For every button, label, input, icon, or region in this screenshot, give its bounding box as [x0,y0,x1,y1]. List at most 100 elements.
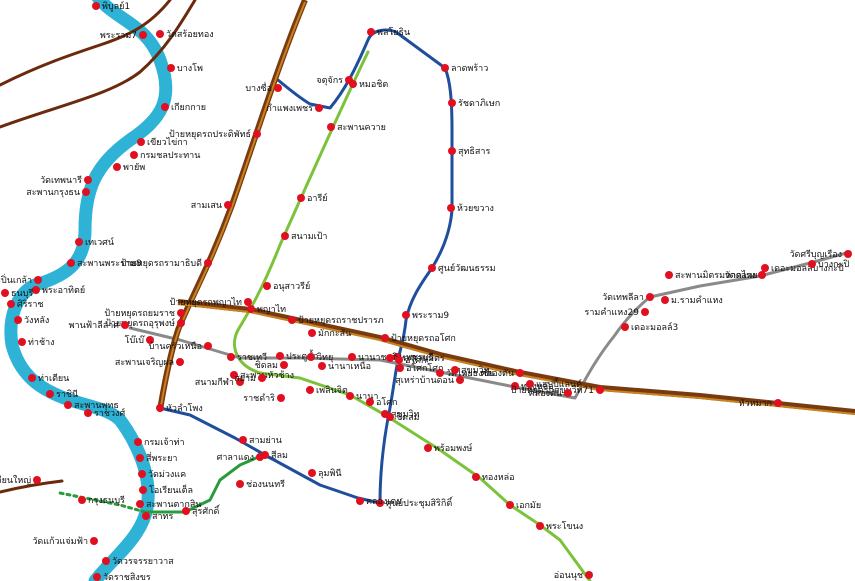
station[interactable]: สุทธิสาร [448,146,490,157]
station-marker[interactable] [84,176,92,184]
station-marker[interactable] [308,469,316,477]
station-marker[interactable] [318,362,326,370]
station[interactable]: ป้ายหยุดรถราชปรารภ [288,315,384,326]
station-marker[interactable] [32,286,40,294]
station[interactable]: บางโพ [167,63,203,74]
station[interactable]: อโศก [395,355,426,366]
station[interactable]: ท่าเตียน [28,373,69,384]
station-marker[interactable] [346,392,354,400]
station[interactable]: ทองหล่อ [511,382,554,392]
station-marker[interactable] [348,353,356,361]
station[interactable]: อโศกโศก [396,363,443,374]
station-marker[interactable] [121,321,129,329]
station[interactable]: ช่องนนทรี [236,479,285,490]
station[interactable]: คลองตัน [481,369,524,379]
station[interactable]: ศาลาแดง [217,453,264,463]
station[interactable]: ประสานมิตร [386,353,445,364]
station-marker[interactable] [585,571,593,579]
station[interactable]: อนุสาวรีย์ [263,280,310,292]
station[interactable]: ลาดพร้าว [441,63,488,74]
station[interactable]: สุเหร่าบ้านดอน [395,375,464,386]
station[interactable]: วิทยุ [307,352,333,363]
station[interactable]: ป้ายหยุดรถสุขุมวิท71 [511,385,604,396]
station-marker[interactable] [386,413,394,421]
station-marker[interactable] [367,28,375,36]
station[interactable]: พญาไท [247,304,286,315]
station[interactable]: เดอะมอลล์3 [621,321,678,333]
station-marker[interactable] [808,260,816,268]
station-marker[interactable] [844,250,852,258]
station-marker[interactable] [396,364,404,372]
station[interactable]: พระราม9 [402,311,449,321]
station[interactable]: สะพานหัวช้าง [230,370,294,381]
station-marker[interactable] [506,501,514,509]
station-marker[interactable] [113,163,121,171]
station-marker[interactable] [758,271,766,279]
station-marker[interactable] [230,371,238,379]
station[interactable]: ศิริราช [7,299,44,310]
station-marker[interactable] [46,390,54,398]
station-marker[interactable] [263,282,271,290]
station[interactable]: วัดม่วงแค [138,470,186,480]
station-marker[interactable] [564,389,572,397]
station[interactable]: พายัพ [113,163,145,173]
station[interactable]: บางซื่อ [245,81,282,94]
station[interactable]: เอกมัย [506,501,541,511]
station-marker[interactable] [182,507,190,515]
station-marker[interactable] [236,378,244,386]
station[interactable]: ชิดลม [255,360,288,371]
station[interactable]: กรมเจ้าท่า [134,437,185,448]
station-marker[interactable] [447,204,455,212]
station-marker[interactable] [424,444,432,452]
station-marker[interactable] [90,537,98,545]
station[interactable]: อารีย์ [297,192,328,204]
station-marker[interactable] [139,31,147,39]
station[interactable]: ป้ายหยุดรถประดิพัทธ์ [169,128,261,140]
station[interactable]: หัวลำโพง [156,403,203,414]
station-marker[interactable] [349,80,357,88]
station[interactable]: โบ๊เบ๊ [125,335,154,346]
station[interactable]: ราชเทวี [227,352,267,363]
station-marker[interactable] [258,374,266,382]
station-marker[interactable] [134,438,142,446]
station[interactable]: สยาม [234,374,266,384]
station-marker[interactable] [156,404,164,412]
station-marker[interactable] [204,342,212,350]
station[interactable]: สนามกีฬา [195,377,244,388]
station-marker[interactable] [136,454,144,462]
station-marker[interactable] [14,316,22,324]
station[interactable]: วังหลัง [14,316,49,326]
station-marker[interactable] [327,123,335,131]
station[interactable]: วัดเทพนารี [40,175,92,186]
station-marker[interactable] [75,238,83,246]
station-marker[interactable] [472,473,480,481]
station-marker[interactable] [381,334,389,342]
station[interactable]: ป้ายหยุดรถอโศก [381,333,456,344]
station[interactable]: อโศก [366,397,397,408]
station-marker[interactable] [34,276,42,284]
station-marker[interactable] [641,308,649,316]
station-marker[interactable] [239,436,247,444]
station[interactable]: วัดสร้อยทอง [156,29,214,40]
station[interactable]: นานาชาติ [348,352,398,363]
station[interactable]: พระโขนง [536,521,583,532]
station-marker[interactable] [366,398,374,406]
station-marker[interactable] [102,557,110,565]
station-marker[interactable] [276,352,284,360]
station-marker[interactable] [436,369,444,377]
station[interactable]: วัดแก้วแจ่มฟ้า [32,536,98,547]
station[interactable]: สามเสน [191,201,232,211]
station[interactable]: กรุงธนบุรี [78,495,125,506]
station[interactable]: เพลินจิต [306,385,348,396]
station[interactable]: สีลม [261,450,288,461]
station-marker[interactable] [137,138,145,146]
station[interactable]: หมอชิต [349,79,388,90]
station-marker[interactable] [277,394,285,402]
station[interactable]: วัดกลาง [725,271,766,281]
station[interactable]: สุรศักดิ์ [182,504,221,517]
station[interactable]: ม.รามคำแหง [661,295,723,306]
station[interactable]: รามคำแหง29 [585,307,649,318]
station-marker[interactable] [28,374,36,382]
station-marker[interactable] [274,84,282,92]
station[interactable]: วัดวรจรรยาวาส [102,557,174,567]
